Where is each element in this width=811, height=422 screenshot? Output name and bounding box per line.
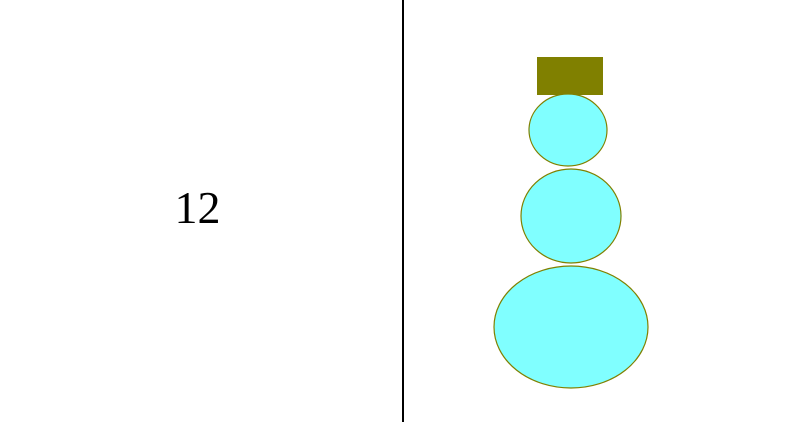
vertical-divider bbox=[402, 0, 404, 422]
hat-shape bbox=[537, 57, 603, 95]
head-circle bbox=[528, 93, 608, 167]
number-label: 12 bbox=[174, 182, 221, 233]
body-middle-circle bbox=[520, 168, 622, 264]
body-bottom-circle bbox=[493, 265, 649, 389]
figure-panel bbox=[404, 0, 811, 422]
number-panel: 12 bbox=[0, 0, 403, 422]
snowman-icon bbox=[493, 57, 649, 389]
